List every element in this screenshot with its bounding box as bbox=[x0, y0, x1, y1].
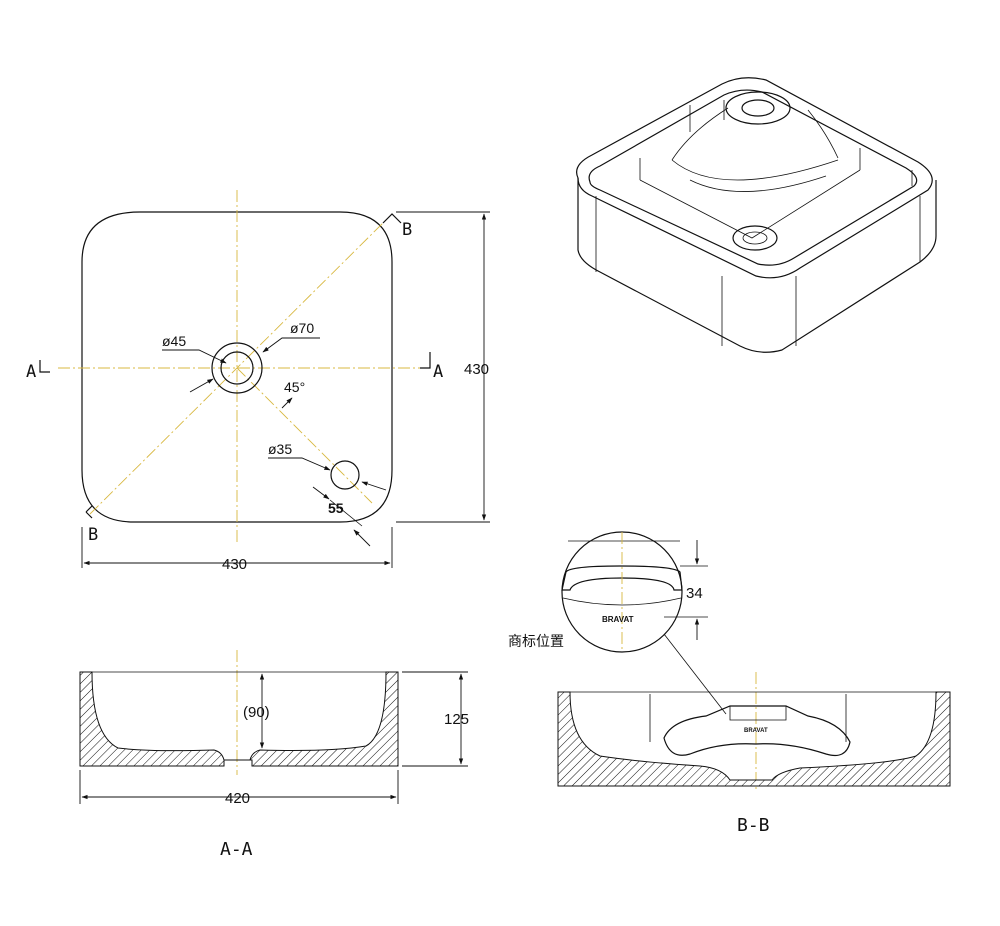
drain-outer-circle bbox=[211, 342, 263, 394]
logo-note-text: 商标位置 bbox=[508, 633, 564, 649]
section-a-left-marker bbox=[39, 360, 50, 373]
dim-drain-text: ø45 bbox=[162, 333, 186, 349]
dim-angle-text: 45° bbox=[284, 379, 305, 395]
iso-drain-inner bbox=[741, 99, 775, 117]
top-view: A A B B 430 430 ø45 ø70 45° ø35 bbox=[26, 190, 490, 573]
dim-logo-height-text: 34 bbox=[686, 585, 703, 602]
iso-outer-rim bbox=[576, 77, 933, 279]
iso-drain-outer bbox=[725, 91, 791, 125]
dim-height-text: 430 bbox=[464, 361, 489, 378]
section-aa-shell bbox=[79, 671, 399, 767]
section-aa: (90) 125 420 A-A bbox=[79, 650, 469, 860]
basin-outline-top bbox=[81, 211, 393, 523]
section-b-top-marker bbox=[382, 213, 402, 224]
section-bb-drain-boss bbox=[663, 705, 851, 757]
section-b-bottom-label: B bbox=[88, 525, 98, 545]
section-bb-title: B-B bbox=[737, 815, 770, 836]
isometric-view bbox=[576, 77, 937, 353]
dim-width-text: 430 bbox=[222, 556, 247, 573]
section-bb: BRAVAT 34 商标位置 BRAVAT B-B bbox=[508, 531, 951, 836]
logo-text: BRAVAT bbox=[602, 615, 634, 624]
dim-drain-outer-text: ø70 bbox=[290, 320, 314, 336]
iso-inner-rim bbox=[588, 89, 918, 266]
dim-overflow-text: ø35 bbox=[268, 441, 292, 457]
section-a-left-label: A bbox=[26, 362, 36, 382]
dim-aa-width-text: 420 bbox=[225, 790, 250, 807]
centerline-diagonal bbox=[89, 217, 389, 515]
iso-overflow-hole bbox=[732, 225, 778, 251]
iso-drain-cone bbox=[671, 107, 839, 181]
dim-aa-height-text: 125 bbox=[444, 711, 469, 728]
section-a-right-label: A bbox=[433, 362, 443, 382]
section-bb-logo-mark: BRAVAT bbox=[744, 728, 768, 734]
section-b-bottom-marker bbox=[85, 505, 93, 519]
section-b-top-label: B bbox=[402, 220, 412, 240]
section-aa-title: A-A bbox=[220, 839, 253, 860]
dim-overflow-offset-text: 55 bbox=[328, 500, 344, 516]
centerline-diagonal-2 bbox=[236, 367, 373, 504]
section-a-right-marker bbox=[420, 352, 431, 369]
drain-inner-circle bbox=[220, 351, 254, 385]
overflow-hole bbox=[330, 460, 360, 490]
section-bb-shell bbox=[557, 691, 951, 787]
dim-depth-inner-text: (90) bbox=[243, 704, 270, 721]
